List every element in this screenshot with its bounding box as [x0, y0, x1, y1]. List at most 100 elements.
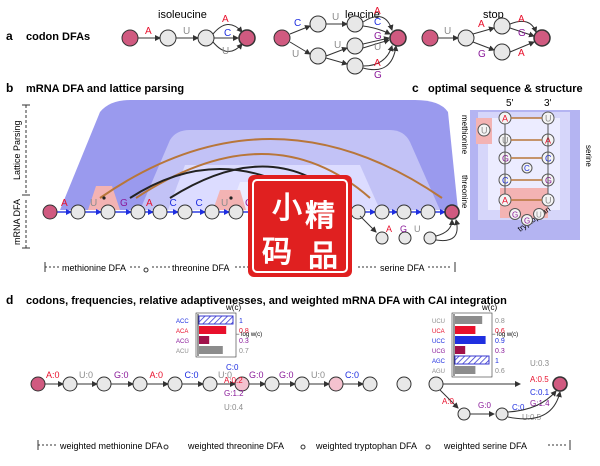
codon-label: UCC: [432, 339, 446, 345]
weight-value: 0.3: [495, 348, 505, 355]
codon-label: ACU: [176, 349, 189, 355]
bulge-base: [477, 123, 491, 137]
thr-branch-label: A:0.2: [224, 376, 243, 385]
svg-text:3': 3': [544, 98, 552, 109]
stem-letter: U: [545, 196, 552, 206]
chain-label: U: [221, 198, 228, 209]
svg-text:精: 精: [305, 200, 335, 233]
panel-b-title: mRNA DFA and lattice parsing: [26, 83, 184, 95]
dfa-node: [202, 376, 218, 392]
dfa-node: [96, 376, 112, 392]
svg-text:C: C: [294, 18, 301, 29]
lattice-side-axis: Lattice Parsing mRNA DFA: [12, 104, 30, 249]
svg-text:A: A: [374, 6, 381, 17]
dfa-node: [294, 376, 310, 392]
stem-letter: G: [545, 176, 552, 186]
svg-text:serine: serine: [584, 145, 593, 167]
chain-label: A: [146, 198, 153, 209]
ser-top-label: A:0.5: [530, 375, 549, 384]
svg-text:C: C: [224, 28, 231, 39]
codon-label: AGU: [432, 369, 445, 375]
dfa-node: [132, 376, 148, 392]
dfa-node: [234, 376, 250, 392]
branch-label: G: [400, 224, 407, 234]
thr-branch-label: C:0: [226, 363, 239, 372]
ser-top-label: U:0.3: [530, 359, 550, 368]
weighted-edge-label: C:0: [185, 370, 199, 380]
stem-letter: A: [502, 196, 508, 206]
ser-bottom-label: U:0.5: [522, 413, 542, 422]
svg-text:小: 小: [272, 192, 302, 225]
svg-text:G: G: [374, 31, 382, 42]
chain-label: A: [61, 198, 68, 209]
svg-text:threonine: threonine: [460, 175, 469, 209]
svg-text:G: G: [478, 49, 486, 60]
dfa-node: [228, 204, 244, 220]
svg-text:weighted tryptophan DFA: weighted tryptophan DFA: [315, 441, 417, 451]
loop-letter: G: [524, 217, 530, 226]
svg-text:A: A: [478, 19, 485, 30]
mrna-dfa-label: mRNA DFA: [12, 199, 22, 245]
weight-value: 0.8: [239, 328, 249, 335]
thr-branch-label: U:0.4: [224, 403, 244, 412]
svg-text:methionine DFA: methionine DFA: [62, 263, 126, 273]
svg-text:G: G: [374, 70, 382, 81]
weighted-groups: weighted methionine DFA weighted threoni…: [37, 440, 571, 451]
weight-bar: [199, 346, 223, 354]
svg-text:C: C: [524, 164, 530, 173]
dfa-node: [30, 376, 46, 392]
codon-label: UCU: [432, 319, 445, 325]
bulge-letter: U: [481, 126, 488, 136]
dfa-node: [375, 231, 389, 245]
weight-bar: [455, 326, 476, 334]
dfa-node: [350, 204, 366, 220]
weight-bar: [455, 336, 486, 344]
dfa-node: [62, 376, 78, 392]
ser-bottom-label: C:0: [512, 403, 525, 412]
dfa-node: [130, 204, 146, 220]
dfa-final-node: [552, 376, 568, 392]
dfa-node: [362, 376, 378, 392]
weighted-edge-label: G:0: [114, 370, 129, 380]
dfa-node: [398, 231, 412, 245]
loop-letter: G: [512, 211, 518, 220]
svg-text:methionine: methionine: [460, 115, 469, 155]
weight-value: 1: [495, 358, 499, 365]
dfa-node: [396, 204, 412, 220]
svg-text:weighted methionine DFA: weighted methionine DFA: [59, 441, 163, 451]
stem-letter: G: [502, 154, 509, 164]
weighted-edge-label: C:0: [345, 370, 359, 380]
isoleucine-title: isoleucine: [158, 9, 207, 21]
ser-bottom-label: G:0: [478, 401, 491, 410]
weighted-edge-label: G:0: [279, 370, 294, 380]
ser-bottom-label: A:0: [442, 397, 455, 406]
codon-label: UCG: [432, 349, 446, 355]
isoleucine-dfa: isoleucine A U A C U: [121, 9, 256, 57]
dfa-node: [159, 29, 177, 47]
branch-label: A: [386, 224, 392, 234]
weight-bar: [199, 336, 210, 344]
panel-d-title: codons, frequencies, relative adaptivene…: [26, 295, 507, 307]
dfa-node: [167, 376, 183, 392]
secondary-structure: 5' 3' methionine threonine serine trypto…: [460, 98, 593, 240]
weight-bar: [455, 346, 466, 354]
loop-base: [521, 214, 533, 226]
ser-top-label: C:0.1: [530, 388, 550, 397]
svg-text:U: U: [332, 12, 339, 23]
weight-bar: [454, 355, 490, 365]
dfa-node: [420, 204, 436, 220]
leucine-dfa: leucine C U U U A C G U A G: [273, 6, 407, 81]
dfa-node: [42, 204, 58, 220]
watermark-stamp: 小 精 码 品: [248, 175, 352, 277]
stop-title: stop: [483, 9, 504, 21]
chain-label: U: [90, 198, 97, 209]
svg-text:U: U: [374, 42, 381, 53]
lattice-groups: methionine DFA threonine DFA serine DFA: [44, 262, 456, 273]
svg-text:5': 5': [506, 98, 514, 109]
dfa-node: [70, 204, 86, 220]
weight-value: 0.9: [495, 338, 505, 345]
weighted-edge-label: U:0: [311, 370, 325, 380]
svg-text:serine DFA: serine DFA: [380, 263, 425, 273]
